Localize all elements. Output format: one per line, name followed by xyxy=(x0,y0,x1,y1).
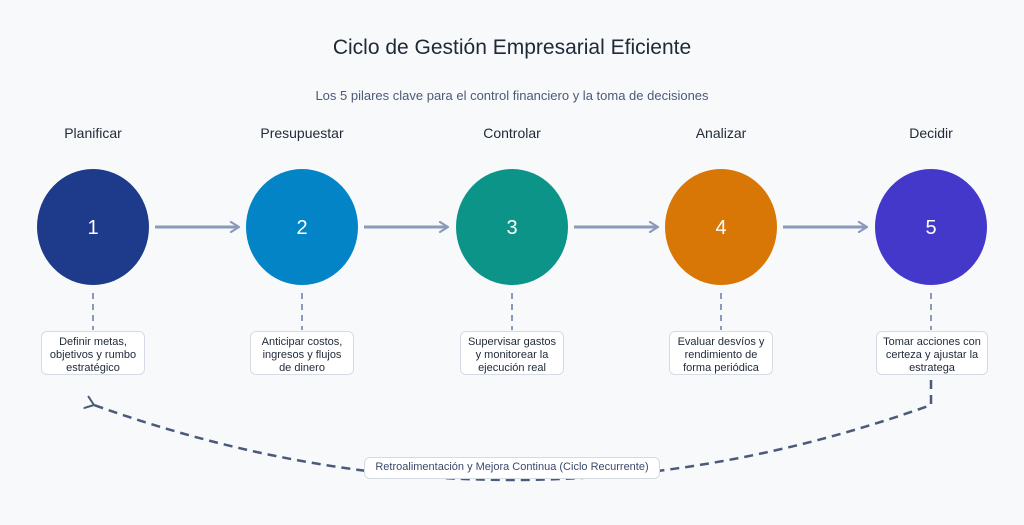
stage-label-presupuestar: Presupuestar xyxy=(260,125,344,141)
stage-label-planificar: Planificar xyxy=(64,125,122,141)
description-box-4: Evaluar desvíos y rendimiento de forma p… xyxy=(669,331,773,375)
description-box-5: Tomar acciones con certeza y ajustar la … xyxy=(876,331,988,375)
stage-circle-5 xyxy=(875,169,987,285)
stage-number-3: 3 xyxy=(506,217,517,239)
stage-circle-3 xyxy=(456,169,568,285)
stage-circle-1 xyxy=(37,169,149,285)
stage-circle-2 xyxy=(246,169,358,285)
feedback-loop-label: Retroalimentación y Mejora Continua (Cic… xyxy=(364,457,660,479)
diagram-title: Ciclo de Gestión Empresarial Eficiente xyxy=(332,36,692,59)
diagram-subtitle: Los 5 pilares clave para el control fina… xyxy=(315,88,709,103)
description-box-1: Definir metas, objetivos y rumbo estraté… xyxy=(41,331,145,375)
feedback-loop-arrow xyxy=(83,380,933,482)
stage-number-4: 4 xyxy=(715,217,726,239)
stage-number-1: 1 xyxy=(87,217,98,239)
stage-label-decidir: Decidir xyxy=(909,125,953,141)
description-box-3: Supervisar gastos y monitorear la ejecuc… xyxy=(460,331,564,375)
stage-circle-4 xyxy=(665,169,777,285)
stage-number-2: 2 xyxy=(296,217,307,239)
stage-label-controlar: Controlar xyxy=(483,125,541,141)
stage-label-analizar: Analizar xyxy=(696,125,747,141)
stage-number-5: 5 xyxy=(925,217,936,239)
description-box-2: Anticipar costos, ingresos y flujos de d… xyxy=(250,331,354,375)
